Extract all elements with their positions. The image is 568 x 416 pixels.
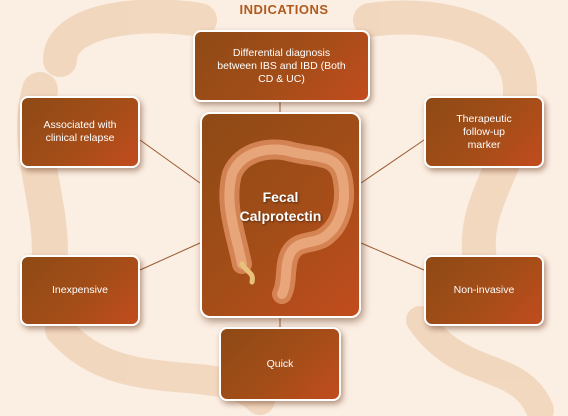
center-node-fecal-calprotectin: Fecal Calprotectin — [200, 112, 361, 318]
connector-left-bottom — [139, 242, 201, 271]
colon-icon — [219, 139, 355, 304]
center-label-line1: Fecal — [262, 189, 299, 205]
center-label-line2: Calprotectin — [239, 208, 322, 224]
node-therapeutic-follow-up: Therapeutic follow-up marker — [424, 96, 544, 168]
node-quick: Quick — [219, 327, 341, 401]
node-inexpensive: Inexpensive — [20, 255, 140, 326]
connector-left-top — [139, 139, 201, 184]
diagram-title: INDICATIONS — [239, 2, 329, 17]
center-label: Fecal Calprotectin — [202, 188, 359, 226]
node-differential-diagnosis: Differential diagnosis between IBS and I… — [193, 30, 370, 102]
node-associated-clinical-relapse: Associated with clinical relapse — [20, 96, 140, 168]
connector-right-top — [360, 139, 425, 184]
connector-right-bottom — [360, 242, 425, 271]
node-non-invasive: Non-invasive — [424, 255, 544, 326]
